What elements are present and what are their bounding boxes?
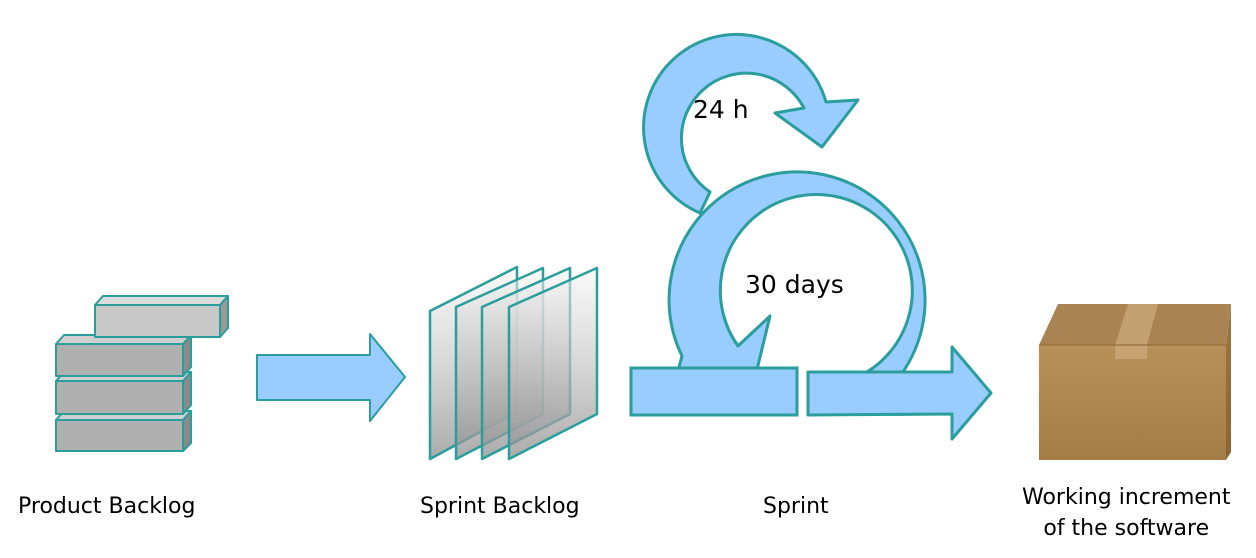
daily-cycle-label: 24 h: [693, 95, 749, 124]
sprint-label: Sprint: [763, 494, 829, 519]
backlog-block: [94, 295, 229, 338]
product-backlog-stack: [55, 295, 229, 452]
software-increment-box: [1039, 304, 1231, 460]
sprint-output-arrow: [806, 345, 993, 441]
sprint-cycle-label: 30 days: [745, 270, 844, 299]
sprint-backlog-label: Sprint Backlog: [420, 494, 580, 519]
increment-label-line1: Working increment: [1022, 485, 1231, 510]
flow-arrow: [256, 333, 406, 422]
daily-cycle-arrow: [642, 32, 860, 215]
backlog-block: [55, 410, 192, 452]
backlog-block: [55, 371, 192, 415]
product-backlog-label: Product Backlog: [18, 494, 196, 519]
backlog-block: [55, 334, 192, 377]
sprint-input-bar: [629, 366, 799, 417]
sprint-backlog-sheet: [507, 266, 599, 461]
increment-label: Working increment of the software: [1022, 482, 1231, 544]
sprint-backlog-sheets: [428, 265, 599, 461]
increment-label-line2: of the software: [1043, 516, 1210, 541]
